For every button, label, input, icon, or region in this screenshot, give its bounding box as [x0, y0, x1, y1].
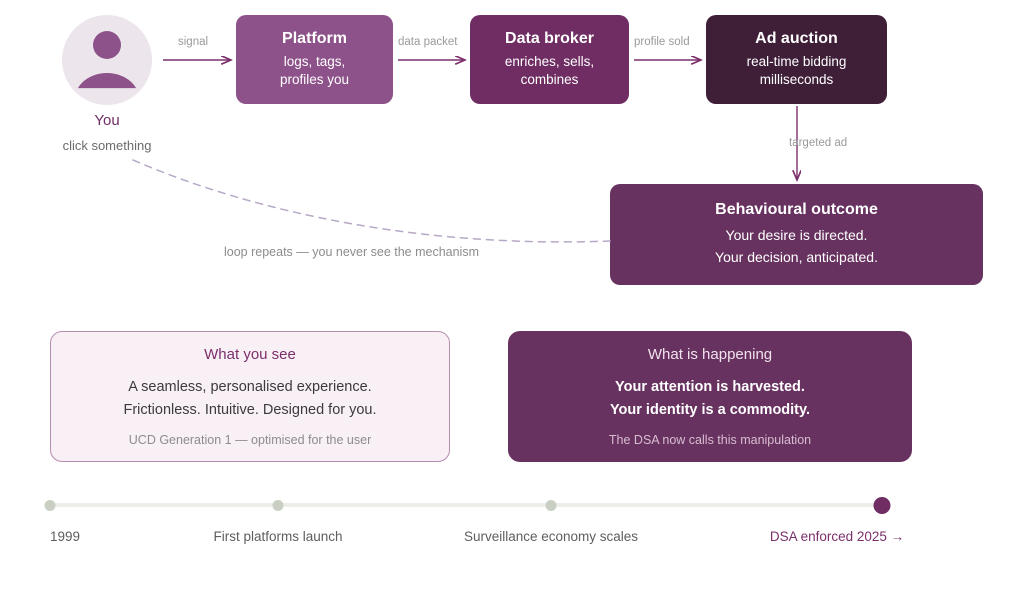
node-title: Data broker	[505, 29, 594, 47]
timeline-label-1: 1999	[50, 529, 81, 544]
node-title: Behavioural outcome	[715, 200, 878, 218]
panel-footnote: UCD Generation 1 — optimised for the use…	[128, 432, 372, 447]
panel-what-is-happening[interactable]: What is happening Your attention is harv…	[508, 331, 912, 462]
node-line: enriches, sells,	[504, 54, 595, 70]
node-title: Platform	[282, 29, 347, 47]
timeline: 1999 First platforms launch Surveillance…	[0, 497, 1024, 567]
timeline-label-3: Surveillance economy scales	[463, 529, 639, 544]
timeline-dot-4[interactable]	[873, 497, 891, 514]
user-label: You	[94, 112, 120, 129]
panel-title: What is happening	[647, 346, 773, 364]
person-shoulders-icon	[75, 73, 139, 89]
node-line: profiles you	[279, 72, 350, 88]
arrow-label-targeted-ad: targeted ad	[789, 137, 848, 149]
node-title: Ad auction	[755, 29, 838, 47]
user-sublabel: click something	[62, 138, 152, 153]
avatar	[62, 15, 152, 105]
panel-line: Your attention is harvested.	[615, 379, 805, 396]
avatar-disc	[62, 15, 152, 105]
panel-line: Frictionless. Intuitive. Designed for yo…	[123, 401, 377, 418]
node-line: combines	[520, 72, 579, 88]
node-line: milliseconds	[759, 72, 834, 88]
arrow-loop-dashed	[132, 159, 611, 243]
timeline-dot-2[interactable]	[272, 500, 284, 511]
node-line: logs, tags,	[283, 54, 346, 70]
node-line: Your desire is directed.	[725, 227, 868, 243]
flow-node-data-broker[interactable]: Data broker enriches, sells, combines	[470, 15, 629, 104]
panel-footnote: The DSA now calls this manipulation	[608, 432, 812, 447]
panel-line: A seamless, personalised experience.	[128, 379, 372, 396]
person-head-icon	[93, 31, 121, 59]
arrow-label-signal: signal	[178, 36, 209, 48]
flow-node-behavioural-outcome[interactable]: Behavioural outcome Your desire is direc…	[610, 184, 983, 285]
arrow-label-profile-sold: profile sold	[634, 36, 690, 48]
flow-node-platform[interactable]: Platform logs, tags, profiles you	[236, 15, 393, 104]
timeline-track	[50, 503, 882, 507]
flow-node-ad-auction[interactable]: Ad auction real-time bidding millisecond…	[706, 15, 887, 104]
timeline-label-4: DSA enforced 2025 →	[769, 529, 905, 544]
panel-title: What you see	[204, 346, 296, 364]
timeline-label-2: First platforms launch	[213, 529, 343, 544]
timeline-dot-1[interactable]	[44, 500, 56, 511]
node-line: Your decision, anticipated.	[715, 248, 878, 265]
panel-what-you-see[interactable]: What you see A seamless, personalised ex…	[50, 331, 450, 462]
timeline-dot-3[interactable]	[545, 500, 557, 511]
arrow-label-loop: loop repeats — you never see the mechani…	[224, 245, 479, 259]
panel-line: Your identity is a commodity.	[609, 401, 811, 418]
node-line: real-time bidding	[746, 54, 847, 70]
arrow-label-data-packet: data packet	[398, 36, 458, 48]
